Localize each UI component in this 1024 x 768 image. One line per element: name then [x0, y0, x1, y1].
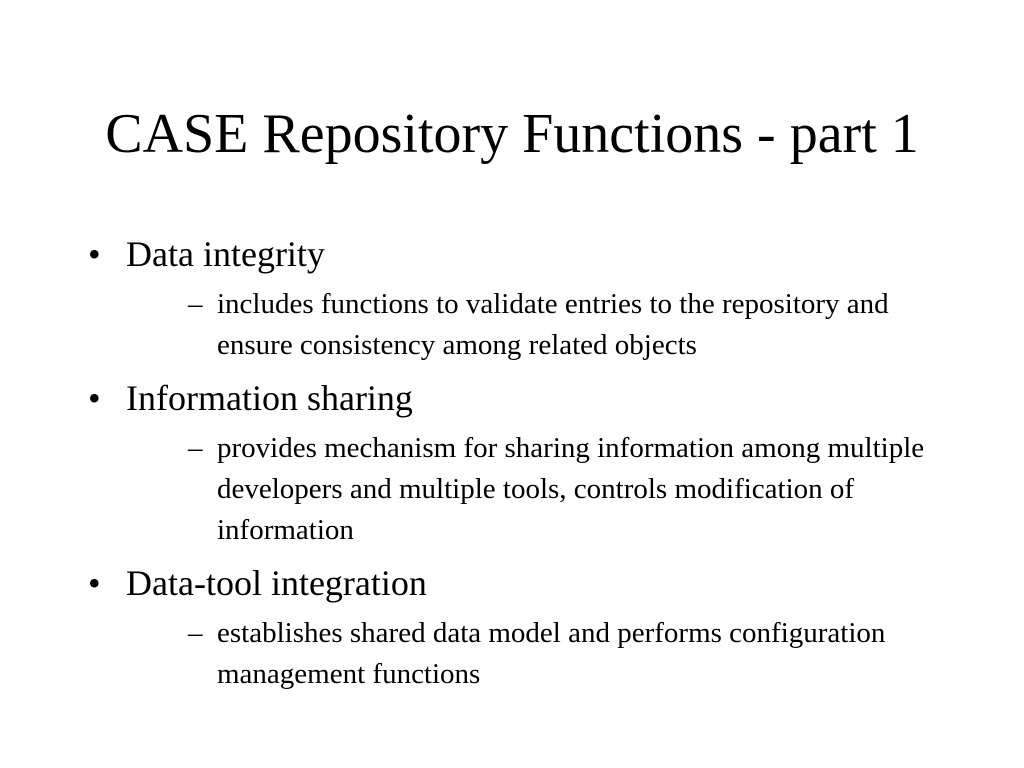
- bullet-icon: •: [88, 378, 101, 418]
- sub-bullet: – provides mechanism for sharing informa…: [172, 428, 957, 551]
- bullet-list: • Data integrity – includes functions to…: [88, 230, 948, 703]
- sub-bullet: – includes functions to validate entries…: [172, 284, 957, 366]
- dash-icon: –: [188, 617, 203, 649]
- bullet-item-data-tool-integration: • Data-tool integration – establishes sh…: [88, 559, 948, 695]
- bullet-item-data-integrity: • Data integrity – includes functions to…: [88, 230, 948, 366]
- dash-icon: –: [188, 288, 203, 320]
- slide-title: CASE Repository Functions - part 1: [105, 103, 919, 165]
- bullet-label: Data-tool integration: [126, 563, 427, 603]
- bullet-label: Information sharing: [126, 378, 413, 418]
- dash-icon: –: [188, 432, 203, 464]
- sub-bullet-text: provides mechanism for sharing informati…: [217, 432, 925, 546]
- bullet-icon: •: [88, 234, 101, 274]
- sub-bullet-text: includes functions to validate entries t…: [217, 288, 889, 361]
- sub-bullet: – establishes shared data model and perf…: [172, 613, 957, 695]
- bullet-icon: •: [88, 563, 101, 603]
- sub-bullet-text: establishes shared data model and perfor…: [217, 617, 886, 690]
- bullet-item-information-sharing: • Information sharing – provides mechani…: [88, 374, 948, 551]
- bullet-label: Data integrity: [126, 234, 325, 274]
